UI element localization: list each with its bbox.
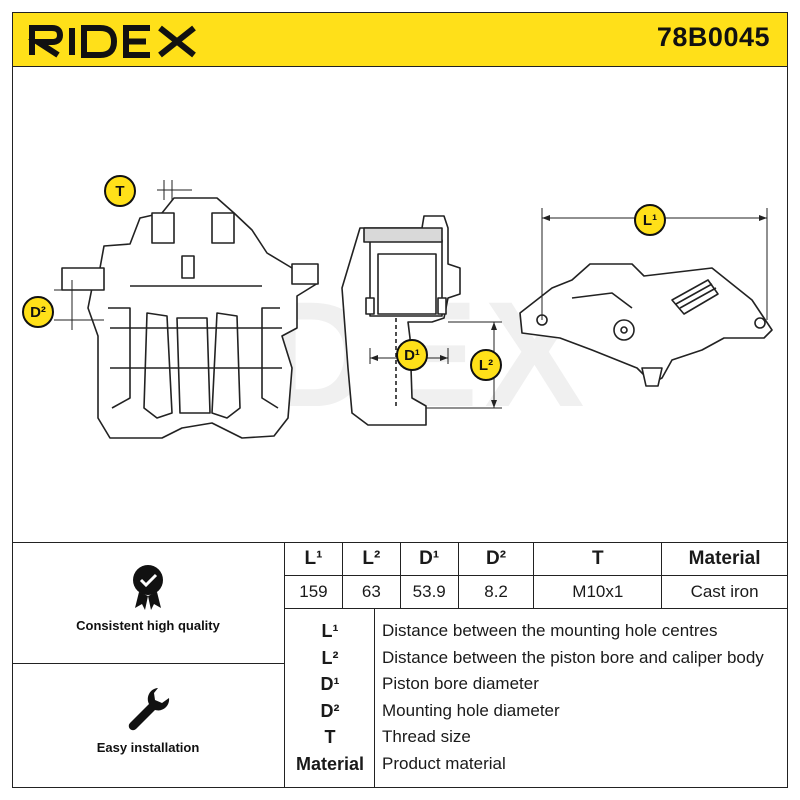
legend-divider [374,608,375,788]
feature-installation-label: Easy installation [96,740,200,755]
badge-l2: L² [470,349,502,381]
legend-desc: Thread size [382,727,471,746]
badge-d1: D¹ [396,339,428,371]
legend-desc: Distance between the mounting hole centr… [382,621,718,640]
legend-row: D² Mounting hole diameter [284,698,788,724]
legend-desc: Distance between the piston bore and cal… [382,648,764,667]
technical-drawings: RIDEX [12,68,788,543]
feature-quality-label: Consistent high quality [76,618,220,633]
column-divider [284,542,285,788]
legend-key: D¹ [320,673,340,694]
legend-row: L² Distance between the piston bore and … [284,645,788,671]
quality-check-badge-icon [133,565,163,610]
caliper-rear-view [519,263,773,387]
spec-header-row: L¹ L² D¹ D² T Material [284,542,788,576]
part-number: 78B0045 [656,22,770,52]
legend-row: L¹ Distance between the mounting hole ce… [284,618,788,644]
feature-divider [12,663,284,664]
legend-desc: Mounting hole diameter [382,701,560,720]
badge-l1: L¹ [634,204,666,236]
spec-header-d1: D¹ [399,542,459,576]
legend-desc: Piston bore diameter [382,674,539,693]
spec-header-t: T [533,542,663,576]
badge-d2: D² [22,296,54,328]
spec-value-l2: 63 [341,575,401,609]
ridex-logo [28,25,196,58]
caliper-drawings-svg [54,180,773,439]
legend-desc: Product material [382,754,506,773]
caliper-side-view [341,215,461,426]
spec-value-l1: 159 [284,575,343,609]
legend-key: L¹ [321,620,339,641]
spec-header-l1: L¹ [284,542,343,576]
feature-quality: Consistent high quality [12,564,284,633]
spec-header-d2: D² [457,542,535,576]
legend-row: T Thread size [284,724,788,750]
caliper-front-view [61,197,319,439]
legend-key: Material [295,753,365,774]
spec-table: L¹ L² D¹ D² T Material 159 63 53.9 8.2 M… [284,542,788,609]
wrench-icon [128,688,170,731]
dimension-legend: L¹ Distance between the mounting hole ce… [284,608,788,788]
legend-row: D¹ Piston bore diameter [284,671,788,697]
spec-value-material: Cast iron [661,575,788,609]
feature-installation: Easy installation [12,686,284,755]
spec-value-t: M10x1 [533,575,663,609]
legend-row: Material Product material [284,751,788,777]
spec-value-d1: 53.9 [399,575,459,609]
spec-value-d2: 8.2 [457,575,535,609]
legend-key: D² [320,700,340,721]
spec-header-l2: L² [341,542,401,576]
spec-value-row: 159 63 53.9 8.2 M10x1 Cast iron [284,575,788,609]
legend-key: T [324,726,336,747]
badge-t: T [104,175,136,207]
legend-key: L² [321,647,339,668]
spec-header-material: Material [661,542,788,576]
